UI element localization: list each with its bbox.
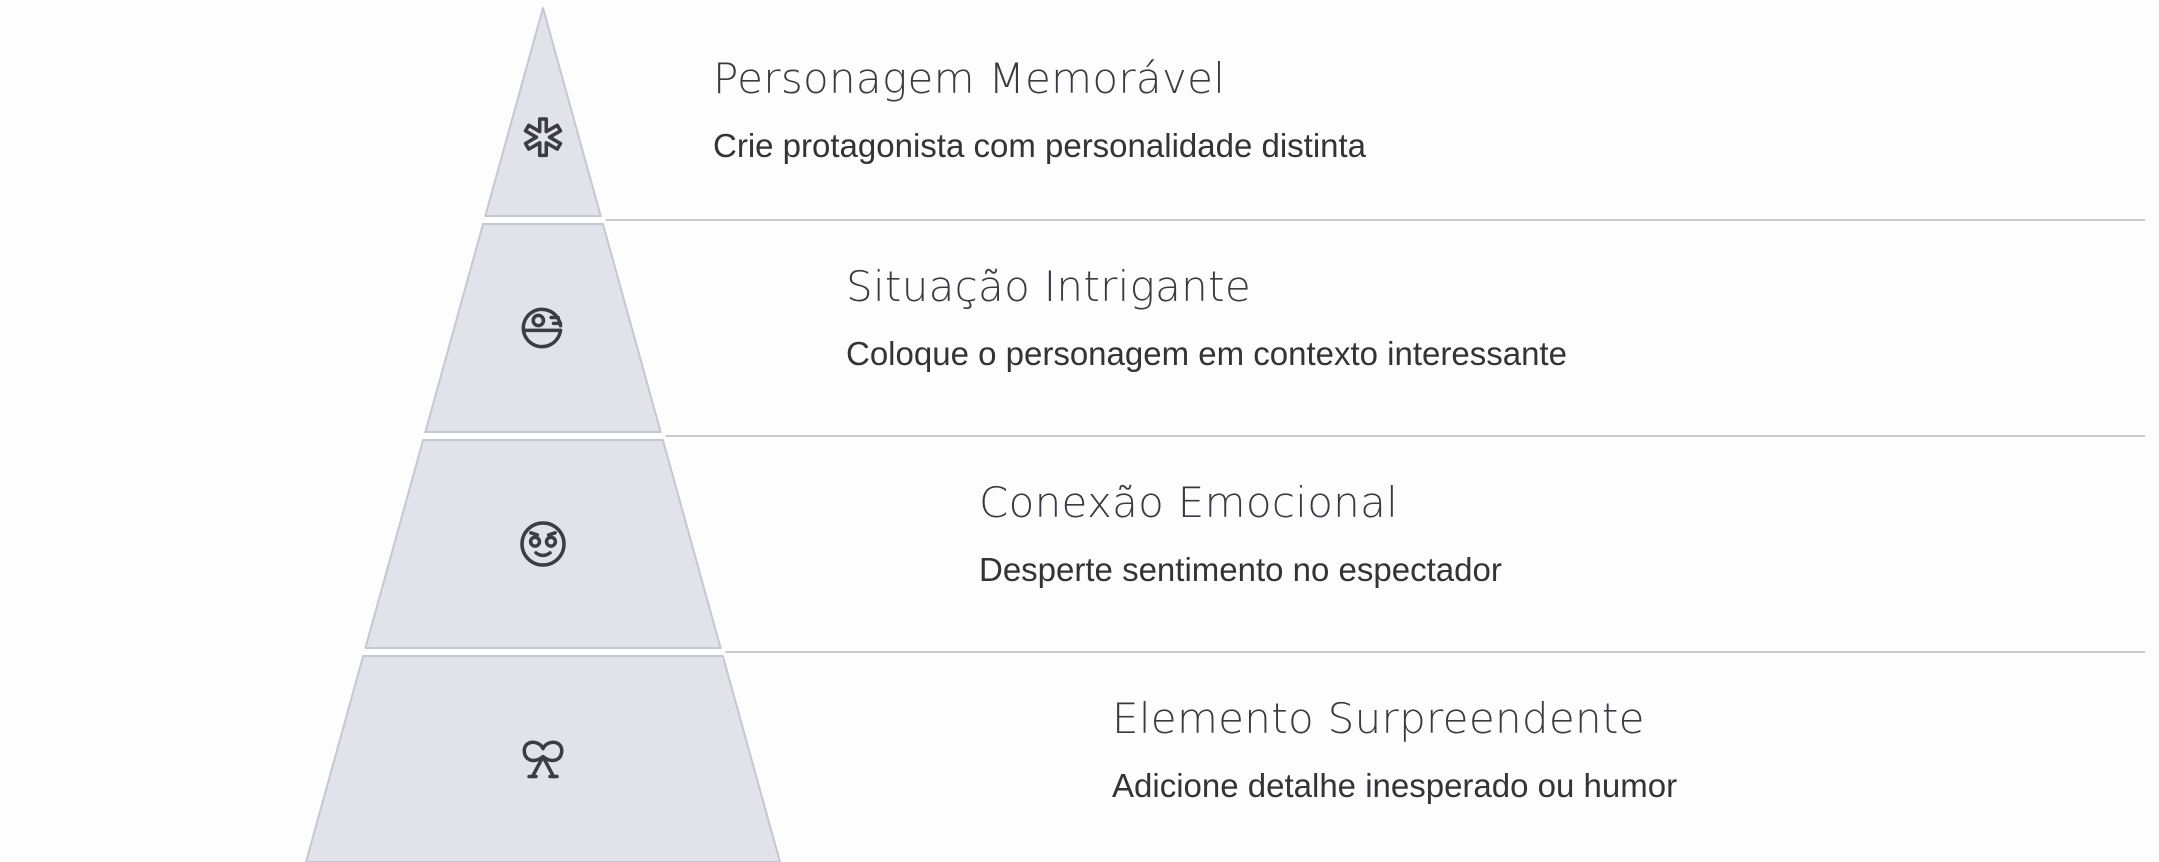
pyramid-level-3 xyxy=(364,439,722,649)
level-description: Coloque o personagem em contexto interes… xyxy=(846,335,1567,372)
level-description: Adicione detalhe inesperado ou humor xyxy=(1112,767,1678,804)
level-1-text: Personagem Memorável Crie protagonista c… xyxy=(713,54,1366,165)
level-description: Crie protagonista com personalidade dist… xyxy=(713,127,1367,164)
level-title: Situação Intrigante xyxy=(846,262,1252,311)
level-description: Desperte sentimento no espectador xyxy=(979,551,1502,588)
level-title: Conexão Emocional xyxy=(979,478,1399,527)
asterisk-icon xyxy=(515,112,571,168)
pyramid-level-2 xyxy=(424,223,662,433)
pyramid-level-1 xyxy=(484,7,602,217)
mood-crazy-icon xyxy=(515,516,571,572)
level-3-text: Conexão Emocional Desperte sentimento no… xyxy=(979,478,1502,589)
level-title: Elemento Surpreendente xyxy=(1112,694,1645,743)
death-star-icon xyxy=(515,300,571,356)
level-title: Personagem Memorável xyxy=(713,54,1226,103)
pretzel-icon xyxy=(515,731,571,787)
level-2-text: Situação Intrigante Coloque o personagem… xyxy=(846,262,1567,373)
level-4-text: Elemento Surpreendente Adicione detalhe … xyxy=(1112,694,1677,805)
